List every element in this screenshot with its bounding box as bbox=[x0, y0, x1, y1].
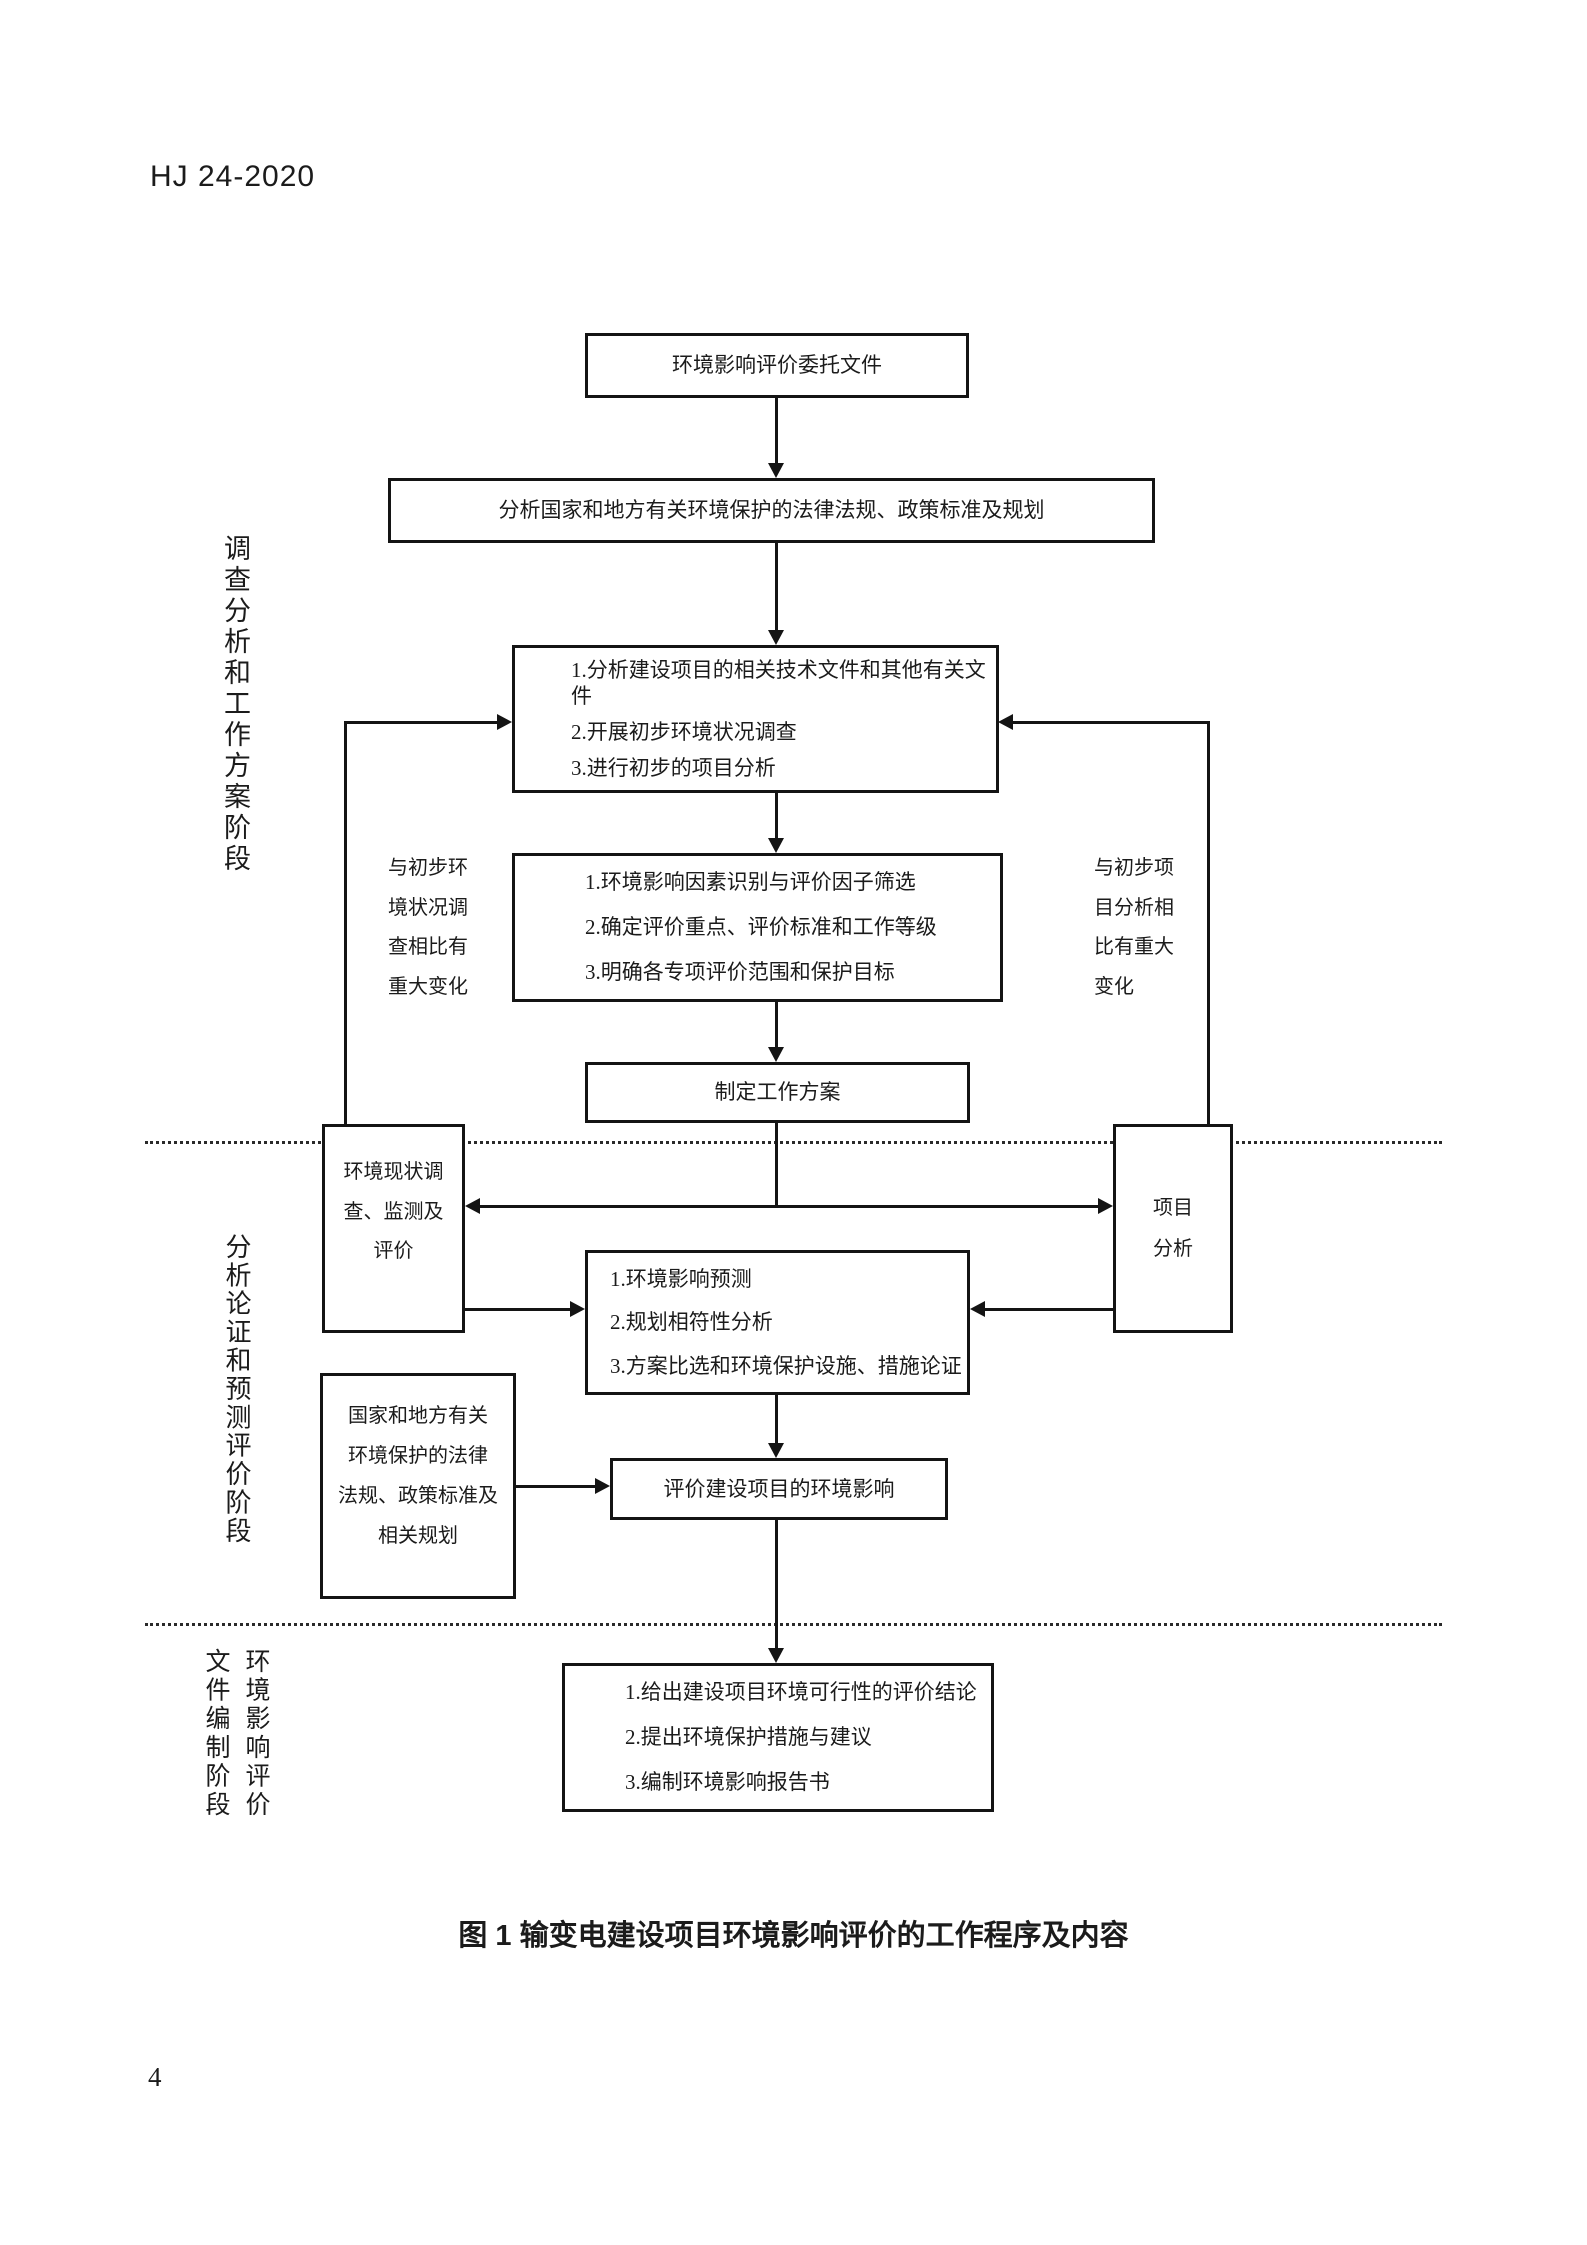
status-survey-line-1: 环境现状调 bbox=[343, 1161, 444, 1183]
arrowhead-into-project-analysis bbox=[1098, 1198, 1113, 1214]
connector-lawsref-evaluate bbox=[515, 1485, 598, 1488]
arrowhead-lawsref-into-evaluate bbox=[595, 1478, 610, 1494]
stage-divider-2 bbox=[145, 1623, 1442, 1626]
feedback-right-vertical bbox=[1207, 721, 1210, 1125]
arrowhead-survey-into-prediction bbox=[570, 1301, 585, 1317]
conclusion-item-2: 2.提出环境保护措施与建议 bbox=[625, 1725, 872, 1750]
arrowhead-feedback-left bbox=[497, 714, 512, 730]
flow-box-evaluate-impact: 评价建设项目的环境影响 bbox=[610, 1458, 948, 1520]
annotation-left-line-2: 境状况调 bbox=[388, 896, 468, 919]
connector-evaluate-conclusion bbox=[775, 1520, 778, 1650]
conclusion-item-1: 1.给出建设项目环境可行性的评价结论 bbox=[625, 1680, 977, 1705]
flow-box-prediction: 1.环境影响预测 2.规划相符性分析 3.方案比选和环境保护设施、措施论证 bbox=[585, 1250, 970, 1395]
stage-label-survey-workplan: 调查分析和工作方案阶段 bbox=[220, 534, 250, 875]
annotation-right-line-1: 与初步项 bbox=[1094, 857, 1174, 879]
stage-label-analysis-prediction: 分析论证和预测评价阶段 bbox=[222, 1233, 251, 1546]
identify-item-3: 3.明确各专项评价范围和保护目标 bbox=[585, 960, 895, 985]
arrowhead-into-laws bbox=[768, 463, 784, 478]
laws-reference-line-1: 国家和地方有关 bbox=[348, 1405, 488, 1427]
flow-box-identify-factors: 1.环境影响因素识别与评价因子筛选 2.确定评价重点、评价标准和工作等级 3.明… bbox=[512, 853, 1003, 1002]
annotation-major-change-project: 与初步项 目分析相 比有重大 变化 bbox=[1094, 849, 1184, 1007]
project-analysis-line-1: 项目 bbox=[1153, 1196, 1193, 1219]
standard-code: HJ 24-2020 bbox=[150, 160, 316, 193]
prediction-item-1: 1.环境影响预测 bbox=[610, 1266, 752, 1291]
identify-item-2: 2.确定评价重点、评价标准和工作等级 bbox=[585, 915, 937, 940]
connector-split-horizontal bbox=[478, 1205, 1100, 1208]
stage-label-document-left-column: 文件编制阶段 bbox=[202, 1648, 229, 1820]
feedback-left-horizontal bbox=[344, 721, 498, 724]
prediction-item-3: 3.方案比选和环境保护设施、措施论证 bbox=[610, 1354, 962, 1379]
flow-box-preliminary-work: 1.分析建设项目的相关技术文件和其他有关文件 2.开展初步环境状况调查 3.进行… bbox=[512, 645, 999, 793]
flow-box-status-survey: 环境现状调 查、监测及 评价 bbox=[322, 1124, 465, 1333]
stage-divider-1 bbox=[145, 1141, 1442, 1144]
connector-survey-prediction bbox=[465, 1308, 573, 1311]
page-number: 4 bbox=[148, 2062, 162, 2092]
connector-workplan-split bbox=[775, 1123, 778, 1208]
annotation-left-line-4: 重大变化 bbox=[388, 975, 468, 998]
annotation-left-line-3: 查相比有 bbox=[388, 936, 468, 958]
connector-entrust-laws bbox=[775, 397, 778, 465]
status-survey-line-3: 评价 bbox=[373, 1240, 414, 1262]
stage-label-eia-right-column: 环境影响评价 bbox=[242, 1648, 269, 1820]
connector-identify-workplan bbox=[775, 1001, 778, 1050]
arrowhead-project-into-prediction bbox=[970, 1301, 985, 1317]
annotation-left-line-1: 与初步环 bbox=[388, 857, 468, 879]
flow-box-entrust-text: 环境影响评价委托文件 bbox=[672, 353, 882, 378]
preliminary-item-2: 2.开展初步环境状况调查 bbox=[571, 719, 797, 744]
arrowhead-into-workplan bbox=[768, 1047, 784, 1062]
connector-preliminary-identify bbox=[775, 793, 778, 841]
arrowhead-into-status-survey bbox=[465, 1198, 480, 1214]
flow-box-project-analysis: 项目 分析 bbox=[1113, 1124, 1233, 1333]
annotation-right-line-4: 变化 bbox=[1094, 975, 1134, 998]
arrowhead-feedback-right bbox=[998, 714, 1013, 730]
flow-box-laws-analysis-text: 分析国家和地方有关环境保护的法律法规、政策标准及规划 bbox=[498, 498, 1045, 523]
preliminary-item-3: 3.进行初步的项目分析 bbox=[571, 755, 776, 780]
flow-box-conclusion: 1.给出建设项目环境可行性的评价结论 2.提出环境保护措施与建议 3.编制环境影… bbox=[562, 1663, 994, 1812]
laws-reference-line-3: 法规、政策标准及 bbox=[338, 1485, 498, 1507]
annotation-major-change-environment: 与初步环 境状况调 查相比有 重大变化 bbox=[388, 849, 474, 1007]
arrowhead-into-evaluate bbox=[768, 1443, 784, 1458]
annotation-right-line-3: 比有重大 bbox=[1094, 936, 1174, 958]
arrowhead-into-conclusion bbox=[768, 1648, 784, 1663]
preliminary-item-1: 1.分析建设项目的相关技术文件和其他有关文件 bbox=[571, 657, 986, 709]
flow-box-laws-analysis: 分析国家和地方有关环境保护的法律法规、政策标准及规划 bbox=[388, 478, 1155, 543]
laws-reference-line-4: 相关规划 bbox=[378, 1525, 458, 1547]
connector-project-prediction bbox=[983, 1308, 1113, 1311]
flow-box-evaluate-impact-text: 评价建设项目的环境影响 bbox=[663, 1476, 895, 1501]
flow-box-entrust-document: 环境影响评价委托文件 bbox=[585, 333, 969, 398]
connector-prediction-evaluate bbox=[775, 1395, 778, 1445]
feedback-left-vertical bbox=[344, 721, 347, 1125]
prediction-item-2: 2.规划相符性分析 bbox=[610, 1310, 773, 1335]
arrowhead-into-identify bbox=[768, 838, 784, 853]
figure-caption: 图 1 输变电建设项目环境影响评价的工作程序及内容 bbox=[458, 1920, 1129, 1952]
arrowhead-into-preliminary bbox=[768, 630, 784, 645]
annotation-right-line-2: 目分析相 bbox=[1094, 896, 1174, 919]
flow-box-laws-reference: 国家和地方有关 环境保护的法律 法规、政策标准及 相关规划 bbox=[320, 1373, 516, 1599]
connector-laws-preliminary bbox=[775, 543, 778, 633]
flow-box-work-plan: 制定工作方案 bbox=[585, 1062, 970, 1123]
laws-reference-line-2: 环境保护的法律 bbox=[348, 1445, 488, 1467]
identify-item-1: 1.环境影响因素识别与评价因子筛选 bbox=[585, 870, 916, 895]
status-survey-line-2: 查、监测及 bbox=[343, 1200, 444, 1223]
project-analysis-line-2: 分析 bbox=[1153, 1237, 1193, 1260]
flow-box-work-plan-text: 制定工作方案 bbox=[714, 1080, 841, 1105]
conclusion-item-3: 3.编制环境影响报告书 bbox=[625, 1770, 830, 1795]
feedback-right-horizontal bbox=[1011, 721, 1209, 724]
